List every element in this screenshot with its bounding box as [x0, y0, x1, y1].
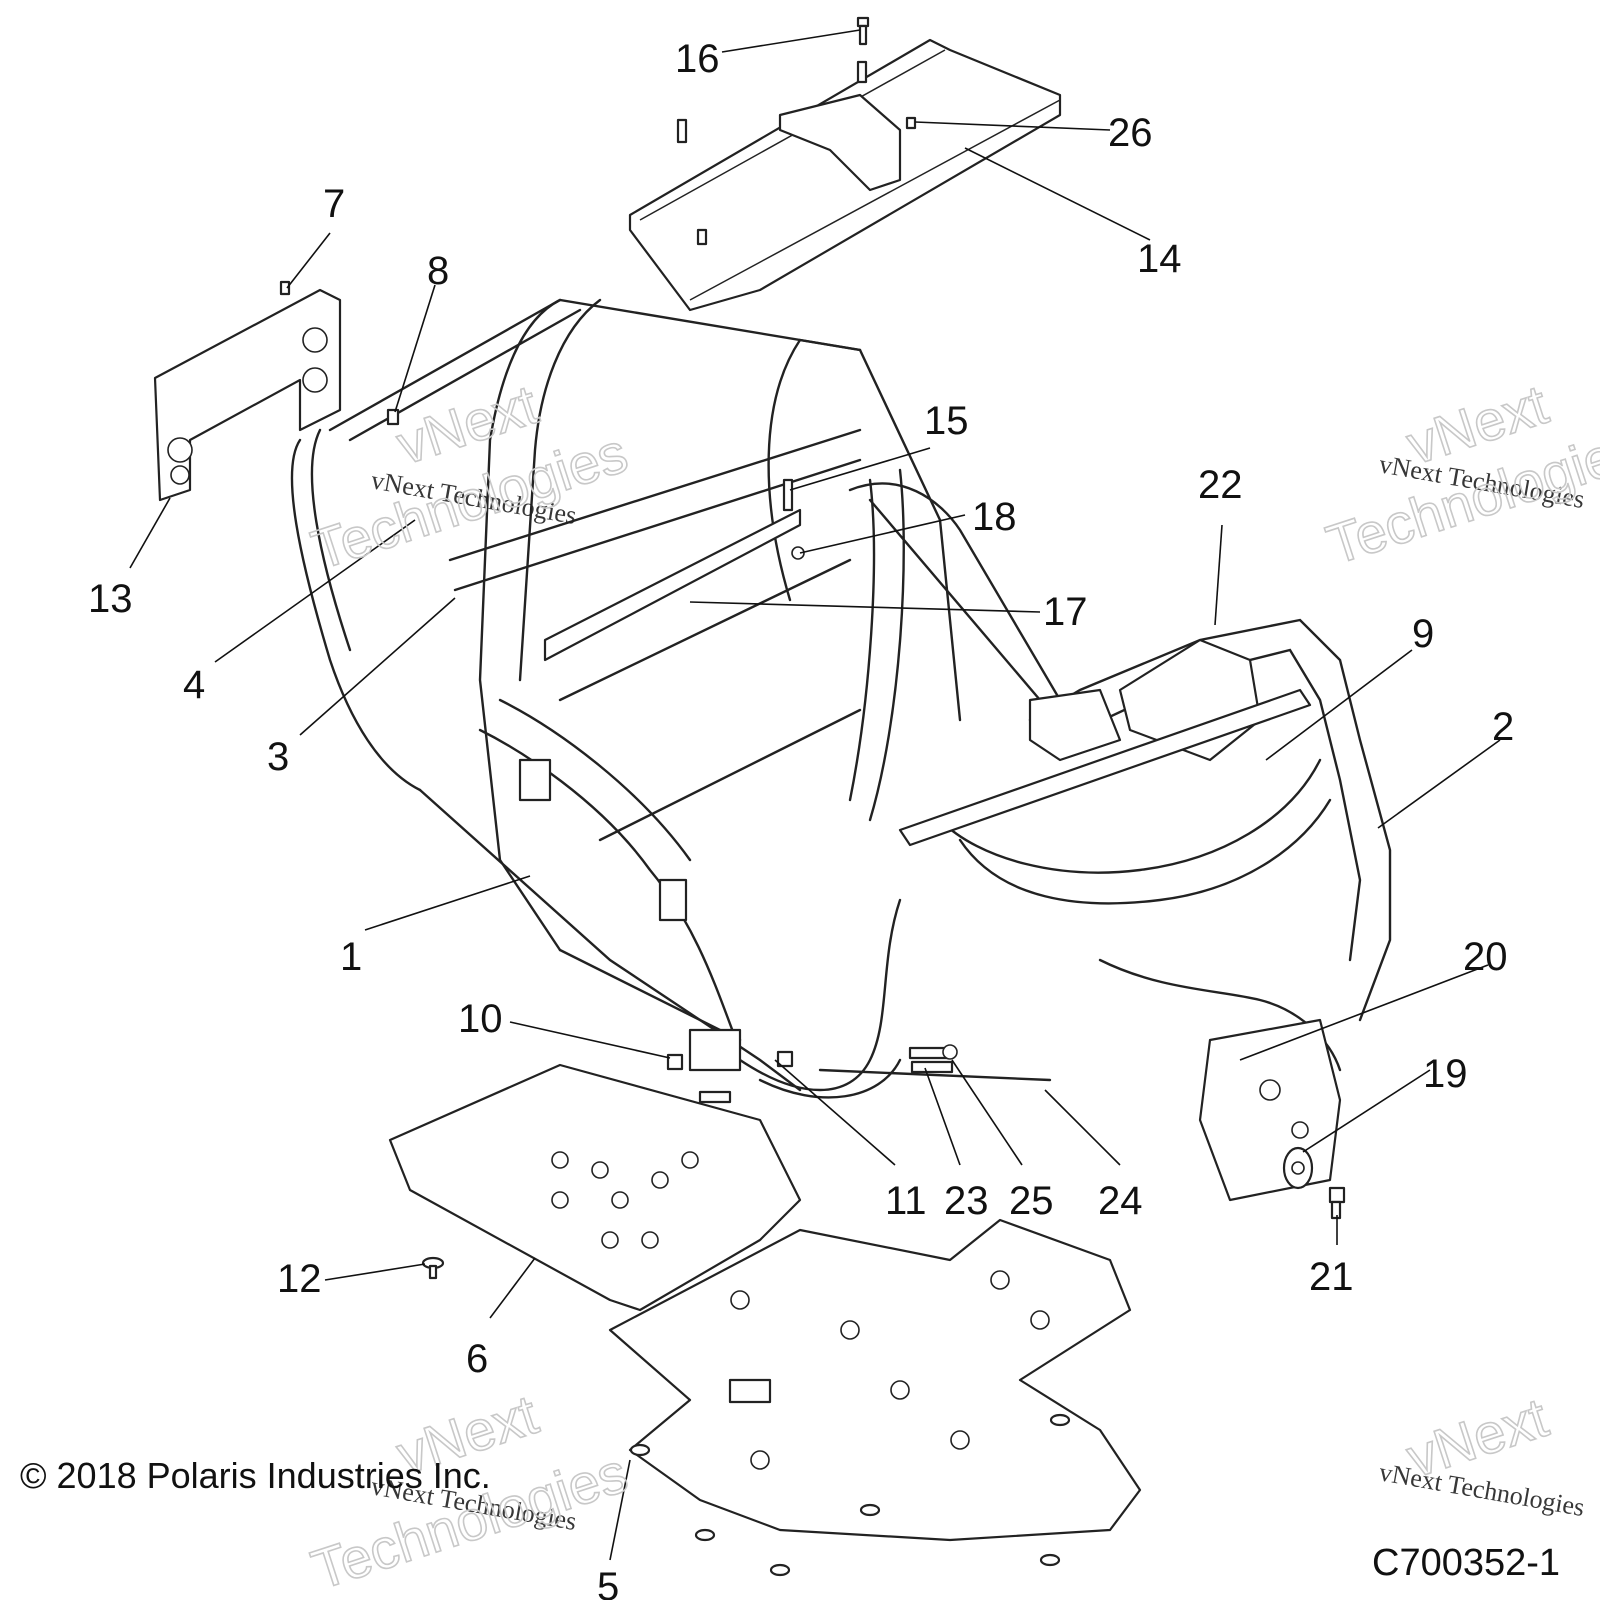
leader-lines — [129, 29, 1501, 1561]
part-15-bolt — [782, 478, 794, 512]
part-7-bolt — [279, 280, 291, 296]
part-16-bolt — [856, 16, 870, 46]
callout-8: 8 — [427, 249, 449, 293]
part-18-nut — [791, 546, 805, 560]
skid-rivets — [629, 1413, 1071, 1577]
callout-10: 10 — [458, 997, 503, 1041]
part-26-bolt — [905, 116, 917, 130]
part-8-bolt — [386, 408, 400, 426]
part-14-frame-rail — [628, 38, 1062, 312]
part-5-main-skid-plate — [608, 1218, 1142, 1542]
callout-25: 25 — [1009, 1179, 1054, 1223]
callout-14: 14 — [1137, 237, 1182, 281]
callout-11: 11 — [885, 1179, 927, 1223]
callout-16: 16 — [675, 37, 720, 81]
callouts: 1 2 3 4 5 6 7 8 9 10 11 12 13 14 15 16 1… — [88, 37, 1514, 1600]
callout-12: 12 — [277, 1257, 322, 1301]
callout-2: 2 — [1492, 705, 1514, 749]
part-11-bolts — [698, 1050, 794, 1104]
part-19-grommet — [1282, 1146, 1314, 1190]
callout-21: 21 — [1309, 1255, 1354, 1299]
callout-5: 5 — [597, 1565, 619, 1600]
callout-23: 23 — [944, 1179, 989, 1223]
part-25-nut — [942, 1044, 958, 1060]
part-9-front-cross-tube — [898, 688, 1312, 847]
part-17-cross-tube — [543, 508, 802, 662]
callout-9: 9 — [1412, 612, 1434, 656]
callout-15: 15 — [924, 399, 969, 443]
callout-6: 6 — [466, 1337, 488, 1381]
callout-18: 18 — [972, 495, 1017, 539]
callout-19: 19 — [1423, 1052, 1468, 1096]
part-13-bracket — [153, 288, 342, 502]
callout-13: 13 — [88, 577, 133, 621]
part-6-skid-plate — [388, 1063, 802, 1312]
callout-24: 24 — [1098, 1179, 1143, 1223]
figure-id: C700352-1 — [1372, 1542, 1560, 1584]
part-12-rivet — [421, 1256, 445, 1280]
part-1-main-frame — [290, 298, 1062, 1099]
callout-22: 22 — [1198, 463, 1243, 507]
callout-26: 26 — [1108, 111, 1153, 155]
part-10-bolt — [666, 1053, 684, 1071]
copyright-notice: © 2018 Polaris Industries Inc. — [20, 1455, 491, 1496]
callout-1: 1 — [340, 935, 362, 979]
callout-3: 3 — [267, 735, 289, 779]
part-2-front-frame — [938, 618, 1392, 1202]
callout-7: 7 — [323, 182, 345, 226]
callout-17: 17 — [1043, 590, 1088, 634]
part-21-bolt — [1328, 1186, 1346, 1220]
callout-4: 4 — [183, 663, 205, 707]
callout-20: 20 — [1463, 935, 1508, 979]
